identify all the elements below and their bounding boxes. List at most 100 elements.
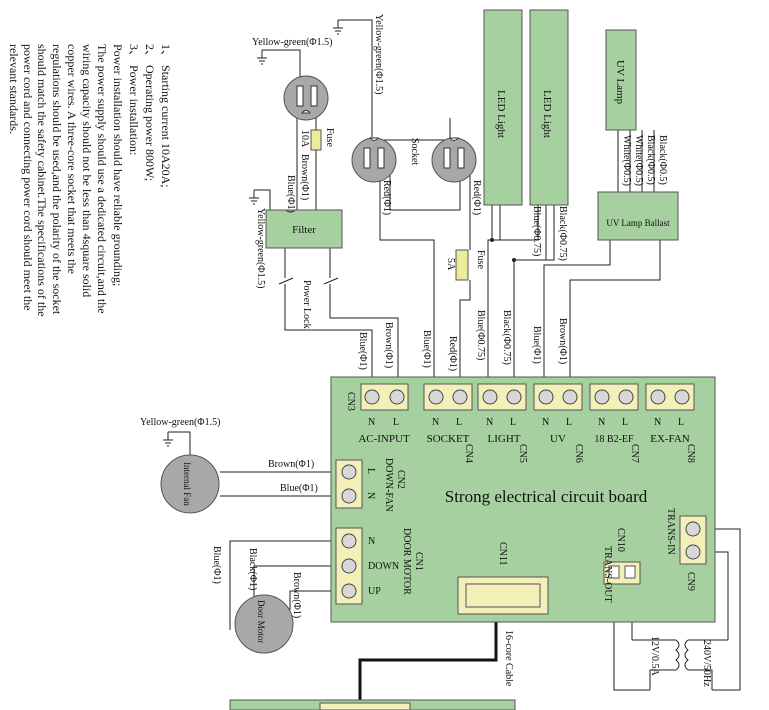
terminal-cn11: CN11 bbox=[457, 542, 549, 615]
cn10-label: CN10 bbox=[615, 528, 626, 552]
cn7-n: N bbox=[598, 417, 605, 428]
fuse-10a bbox=[310, 129, 322, 151]
installation-notes: 1、 Starting current 10A20A; 2、 Operating… bbox=[7, 44, 173, 317]
note-line-5: The power supply should use a dedicated … bbox=[95, 44, 109, 314]
terminal-cn3: CN3 N L AC-INPUT bbox=[345, 383, 410, 445]
cn1-down: DOWN bbox=[368, 561, 399, 572]
label-red-socket: Red(Φ1) bbox=[381, 180, 392, 215]
cn5-l: L bbox=[510, 417, 516, 428]
label-brown-plug: Brown(Φ1) bbox=[299, 154, 310, 200]
b2ef-label: 18 B2-EF bbox=[594, 434, 634, 445]
led-light-1-label: LED Light bbox=[495, 90, 507, 138]
cn4-l: L bbox=[456, 417, 462, 428]
cn8-n: N bbox=[654, 417, 661, 428]
note-line-9: should match the safety cabinet.The spec… bbox=[35, 44, 49, 317]
terminal-cn9: TRANS-IN CN9 bbox=[665, 508, 707, 591]
note-line-1: 1、 Starting current 10A20A; bbox=[159, 44, 173, 188]
label-yg-plug: Yellow-green(Φ1.5) bbox=[252, 37, 332, 48]
socket-label: SOCKET bbox=[427, 433, 470, 445]
note-line-11: relevant standards. bbox=[7, 44, 21, 134]
cn1-up: UP bbox=[368, 586, 381, 597]
cn3-label: CN3 bbox=[345, 392, 356, 411]
cn6-n: N bbox=[542, 417, 549, 428]
cn2-l: L bbox=[365, 468, 376, 474]
led-light-1: LED Light bbox=[483, 9, 523, 206]
label-yg-fan: Yellow-green(Φ1.5) bbox=[140, 417, 220, 428]
label-brown-cn3: Brown(Φ1) bbox=[383, 322, 394, 368]
terminal-cn1: N DOWN UP DOOR MOTOR CN1 bbox=[335, 527, 424, 605]
note-line-8: regulations should be used,and the polar… bbox=[50, 44, 64, 315]
trans-out-label: TRANS-OUT bbox=[602, 546, 613, 603]
power-plug bbox=[283, 75, 329, 121]
label-white-uv-1: White(Φ0.5) bbox=[633, 135, 644, 186]
cn4-label: CN4 bbox=[463, 444, 474, 463]
label-yg-filter: Yellow-green(Φ1.5) bbox=[255, 208, 266, 288]
cn4-n: N bbox=[432, 417, 439, 428]
label-blue-light: Blue(Φ0.75) bbox=[475, 310, 486, 360]
label-yg-socket: Yellow-green(Φ1.5) bbox=[373, 14, 384, 94]
label-black-uv-2: Black(Φ0.5) bbox=[645, 135, 656, 185]
label-red-socket-2: Red(Φ1) bbox=[471, 180, 482, 215]
cn3-n: N bbox=[368, 417, 375, 428]
uv-ballast-label: UV Lamp Ballast bbox=[606, 218, 670, 228]
filter-label: Filter bbox=[292, 224, 316, 236]
board-title: Strong electrical circuit board bbox=[445, 487, 648, 506]
label-fuse-5a-name: Fuse bbox=[475, 250, 486, 269]
note-line-4: Power installation should have reliable … bbox=[111, 44, 125, 286]
internal-fan: Internal Fan bbox=[160, 454, 220, 514]
label-blue-fan: Blue(Φ1) bbox=[280, 483, 318, 494]
downfan-label: DOWN-FAN bbox=[383, 458, 394, 512]
internal-fan-label: Internal Fan bbox=[182, 462, 192, 506]
cn7-label: CN7 bbox=[629, 444, 640, 463]
cn7-l: L bbox=[622, 417, 628, 428]
cn8-label: CN8 bbox=[685, 444, 696, 463]
socket-right bbox=[431, 137, 477, 183]
label-red-cn4: Red(Φ1) bbox=[447, 336, 458, 371]
lower-board-edge bbox=[229, 699, 516, 710]
cn5-n: N bbox=[486, 417, 493, 428]
terminal-cn2: L N CN2 DOWN-FAN bbox=[335, 458, 406, 512]
cn2-label: CN2 bbox=[395, 470, 406, 489]
filter-box: Filter bbox=[265, 209, 343, 249]
cn9-label: CN9 bbox=[685, 572, 696, 591]
uv-lamp-label: UV Lamp bbox=[614, 60, 626, 105]
label-blue-door: Blue(Φ1) bbox=[211, 546, 222, 584]
led-light-2: LED Light bbox=[529, 9, 569, 206]
cn6-l: L bbox=[566, 417, 572, 428]
label-black-led: Black(Φ0.75) bbox=[557, 206, 568, 261]
socket-left bbox=[351, 137, 397, 183]
fuse-5a bbox=[455, 249, 469, 281]
label-fuse-10a: 10A bbox=[299, 130, 310, 148]
label-power-lock: Power Lock bbox=[301, 280, 312, 329]
terminal-cn4: N L SOCKET CN4 bbox=[423, 383, 474, 463]
label-blue-cn3: Blue(Φ1) bbox=[357, 332, 368, 370]
label-brown-fan: Brown(Φ1) bbox=[268, 459, 314, 470]
door-motor-label: Door Motor bbox=[256, 600, 266, 643]
cn2-n: N bbox=[365, 492, 376, 499]
terminal-cn8: N L EX-FAN CN8 bbox=[645, 383, 696, 463]
cn1-label: CN1 bbox=[413, 552, 424, 571]
label-fuse-top: Fuse bbox=[324, 128, 335, 147]
label-transformer-out: 12V/0.5A bbox=[649, 636, 660, 677]
cn8-l: L bbox=[678, 417, 684, 428]
cn6-label: CN6 bbox=[573, 444, 584, 463]
trans-in-label: TRANS-IN bbox=[665, 508, 676, 555]
exfan-label: EX-FAN bbox=[650, 433, 690, 445]
uv-lamp: UV Lamp bbox=[605, 29, 637, 131]
label-fuse-5a: 5A bbox=[445, 258, 456, 271]
terminal-cn5: N L LIGHT CN5 bbox=[477, 383, 528, 463]
label-white-uv-2: White(Φ0.5) bbox=[621, 135, 632, 186]
terminal-cn7: N L 18 B2-EF CN7 bbox=[589, 383, 640, 463]
label-cable: 16-core Cable bbox=[503, 630, 514, 687]
label-socket: Socket bbox=[409, 138, 420, 165]
note-line-10: power cord and connecting power cord sho… bbox=[21, 44, 35, 311]
uv-lamp-ballast: UV Lamp Ballast bbox=[597, 191, 679, 241]
cn11-label: CN11 bbox=[497, 542, 508, 566]
label-black-door: Black(Φ1) bbox=[247, 548, 258, 590]
label-blue-led: Blue(Φ0.75) bbox=[531, 206, 542, 256]
label-brown-uv: Brown(Φ1) bbox=[557, 318, 568, 364]
terminal-cn6: N L UV CN6 bbox=[533, 383, 584, 463]
note-line-6: wiring capacity should not be less than … bbox=[80, 44, 94, 297]
label-transformer-in: 240V/50Hz bbox=[701, 640, 712, 687]
